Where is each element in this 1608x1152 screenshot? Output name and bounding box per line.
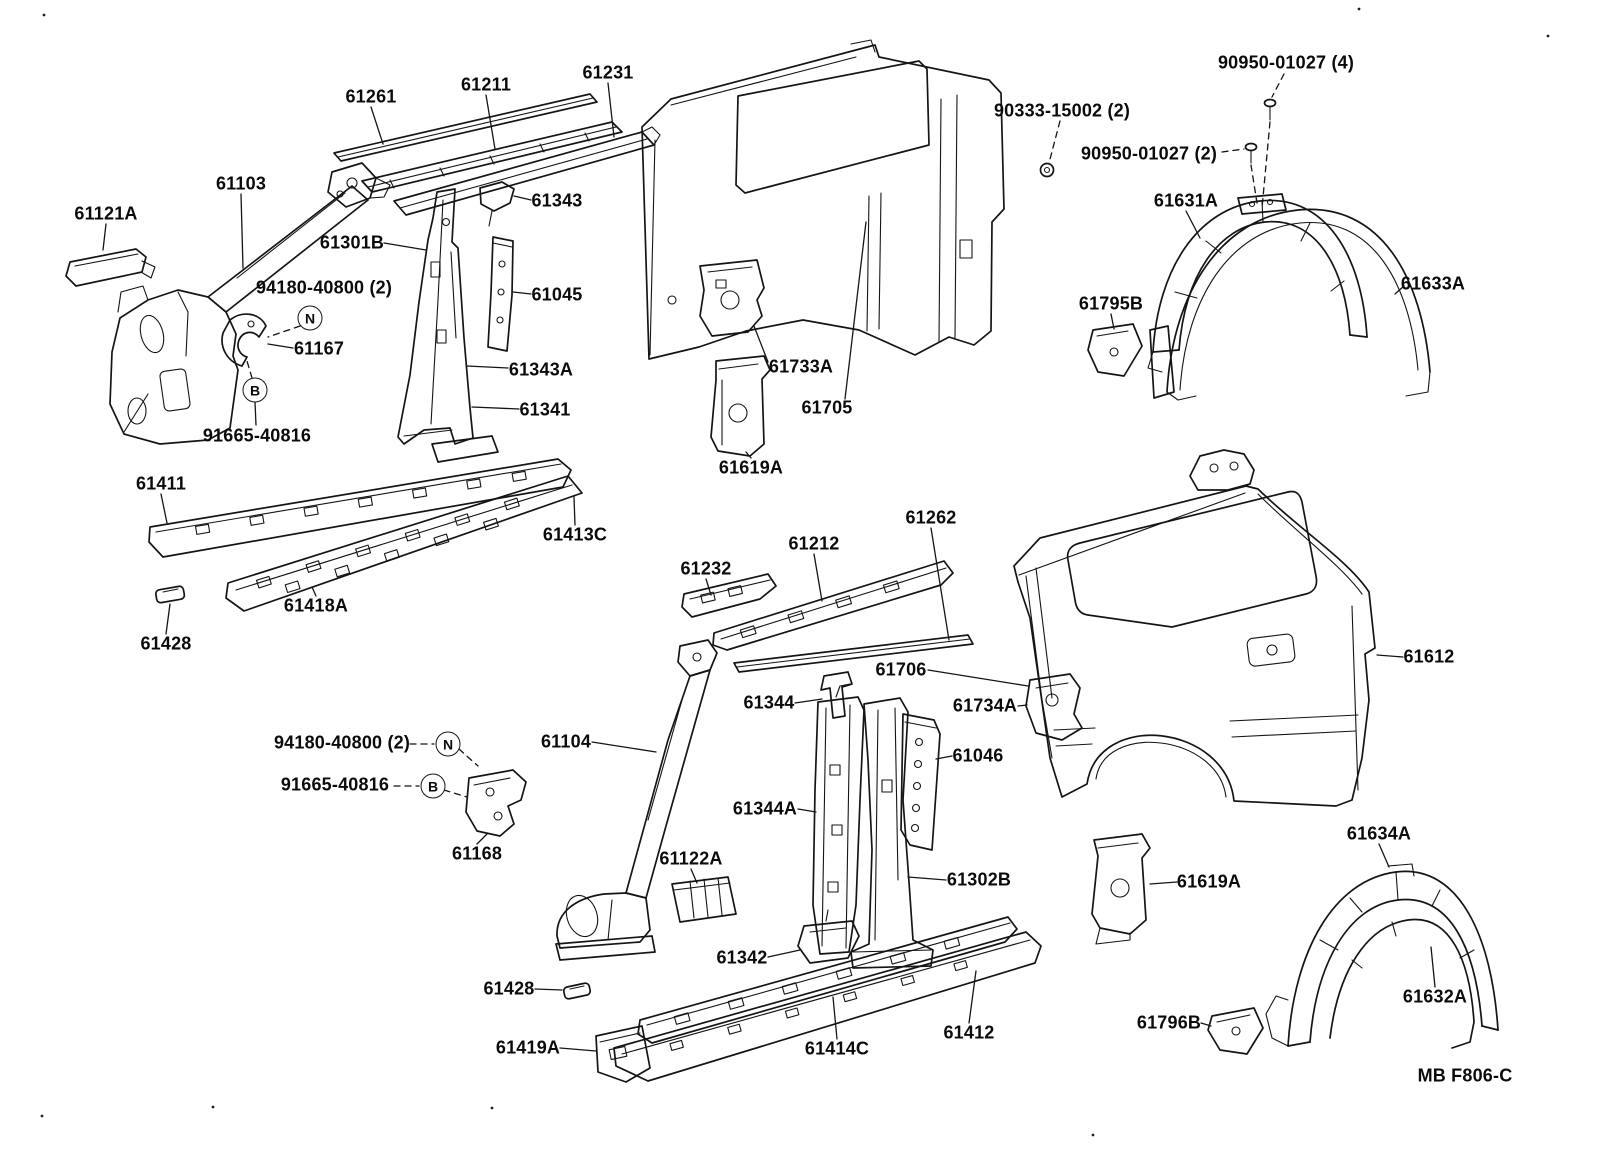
quarter-panel-outer-61612 xyxy=(1013,449,1376,807)
part-label-61302B: 61302B xyxy=(946,869,1012,890)
screw-90950-01027-a xyxy=(1263,98,1277,121)
roof-side-rail-61212 xyxy=(712,560,954,651)
part-label-61212: 61212 xyxy=(788,533,840,554)
part-label-61418A: 61418A xyxy=(283,595,349,616)
roof-side-rail-61262 xyxy=(733,634,974,673)
part-label-61342: 61342 xyxy=(716,947,768,968)
bracket-61342 xyxy=(797,909,860,964)
fastener-label-90950-2: 90950-01027 (2) xyxy=(1080,143,1218,164)
part-label-61211: 61211 xyxy=(460,74,512,95)
roof-side-rail-61232 xyxy=(681,573,777,618)
rocker-panel-inner-61411 xyxy=(148,458,572,558)
part-label-61231: 61231 xyxy=(582,62,634,83)
part-label-61419A: 61419A xyxy=(495,1037,561,1058)
fastener-label-90333: 90333-15002 (2) xyxy=(993,100,1131,121)
part-label-61344: 61344 xyxy=(743,692,795,713)
bracket-61168 xyxy=(465,769,527,837)
part-label-61705: 61705 xyxy=(801,397,853,418)
part-label-61232: 61232 xyxy=(680,558,732,579)
part-label-61343: 61343 xyxy=(531,190,583,211)
fastener-label-91665-lower: 91665-40816 xyxy=(280,774,390,795)
part-label-61341: 61341 xyxy=(519,399,571,420)
bracket-61344 xyxy=(820,671,853,719)
roof-side-rail-61231 xyxy=(393,126,661,216)
part-label-61301B: 61301B xyxy=(319,232,385,253)
part-label-61632A: 61632A xyxy=(1402,986,1468,1007)
gusset-61795B xyxy=(1087,323,1143,377)
part-label-61103: 61103 xyxy=(215,173,267,194)
part-label-61121A: 61121A xyxy=(74,203,138,224)
fastener-symbol-N-lower: N xyxy=(435,731,461,757)
wheel-housing-outer-61633A xyxy=(1149,208,1431,401)
dashed-leader-lines xyxy=(246,73,1285,798)
rocker-panel-outer-61413C xyxy=(225,475,583,612)
part-label-61734A: 61734A xyxy=(952,695,1018,716)
part-label-61344A: 61344A xyxy=(732,798,798,819)
bracket-61619A-lower xyxy=(1091,833,1151,945)
part-label-61343A: 61343A xyxy=(508,359,574,380)
part-label-61795B: 61795B xyxy=(1078,293,1144,314)
fastener-label-94180-upper: 94180-40800 (2) xyxy=(255,277,393,298)
part-label-61045: 61045 xyxy=(531,284,583,305)
part-label-61122A: 61122A xyxy=(659,848,723,869)
part-label-61414C: 61414C xyxy=(804,1038,870,1059)
pillar-reinforcement-61046 xyxy=(900,713,941,851)
leader-lines xyxy=(102,82,1436,1052)
part-label-61167: 61167 xyxy=(293,338,345,359)
front-pillar-61104 xyxy=(555,639,718,961)
part-label-61612: 61612 xyxy=(1403,646,1455,667)
screw-90950-01027-b xyxy=(1244,142,1258,164)
bracket-61121A xyxy=(65,248,156,287)
wheel-housing-inner-61631A xyxy=(1147,193,1368,373)
grommet-90333-15002 xyxy=(1039,162,1055,178)
part-label-61428-lower: 61428 xyxy=(483,978,535,999)
part-label-61633A: 61633A xyxy=(1400,273,1466,294)
part-label-61428-upper: 61428 xyxy=(140,633,192,654)
fastener-label-94180-lower: 94180-40800 (2) xyxy=(273,732,411,753)
cowl-side-panel xyxy=(109,285,239,445)
roof-side-rail-61261 xyxy=(333,93,598,162)
bracket-61734A xyxy=(1025,673,1083,741)
part-label-61412: 61412 xyxy=(943,1022,995,1043)
fastener-symbol-N-upper: N xyxy=(297,305,323,331)
gusset-61796B xyxy=(1207,1007,1264,1055)
wheel-housing-outer-61634A xyxy=(1265,863,1499,1047)
wheel-housing-liner-61632A xyxy=(1329,918,1475,1049)
clip-61428-lower xyxy=(562,982,592,1000)
bracket-61619A-upper xyxy=(710,355,771,457)
part-label-61733A: 61733A xyxy=(768,356,834,377)
bracket-61122A xyxy=(671,876,737,923)
part-label-61706: 61706 xyxy=(875,659,927,680)
rocker-panel-outer-61412 xyxy=(613,931,1042,1082)
pillar-reinforcement-61045 xyxy=(487,236,514,352)
fastener-label-90950-4: 90950-01027 (4) xyxy=(1217,52,1355,73)
center-pillar-inner-61344A xyxy=(812,683,865,955)
figure-code: MB F806-C xyxy=(1417,1065,1513,1086)
bracket-61343 xyxy=(479,181,515,227)
bracket-61733A xyxy=(699,259,765,337)
part-label-61104: 61104 xyxy=(540,731,592,752)
part-label-61046: 61046 xyxy=(952,745,1004,766)
rocker-end-61419A xyxy=(595,1025,651,1083)
part-label-61168: 61168 xyxy=(451,843,503,864)
part-label-61619A-upper: 61619A xyxy=(718,457,784,478)
center-pillar-inner-61301B xyxy=(397,188,499,463)
hinge-bracket-61167 xyxy=(221,313,267,367)
part-label-61413C: 61413C xyxy=(542,524,608,545)
clip-61428-upper xyxy=(154,585,186,604)
part-label-61634A: 61634A xyxy=(1346,823,1412,844)
part-label-61619A-lower: 61619A xyxy=(1176,871,1242,892)
quarter-panel-inner-61705 xyxy=(641,39,1005,360)
fastener-symbol-B-upper: B xyxy=(242,377,268,403)
scan-specks xyxy=(40,7,1550,1137)
part-label-61631A: 61631A xyxy=(1153,190,1219,211)
fastener-symbol-B-lower: B xyxy=(420,773,446,799)
fastener-label-91665-upper: 91665-40816 xyxy=(202,425,312,446)
part-label-61411: 61411 xyxy=(135,473,187,494)
part-label-61796B: 61796B xyxy=(1136,1012,1202,1033)
roof-side-rail-61211 xyxy=(361,121,623,193)
part-label-61261: 61261 xyxy=(345,86,397,107)
part-label-61262: 61262 xyxy=(905,507,957,528)
